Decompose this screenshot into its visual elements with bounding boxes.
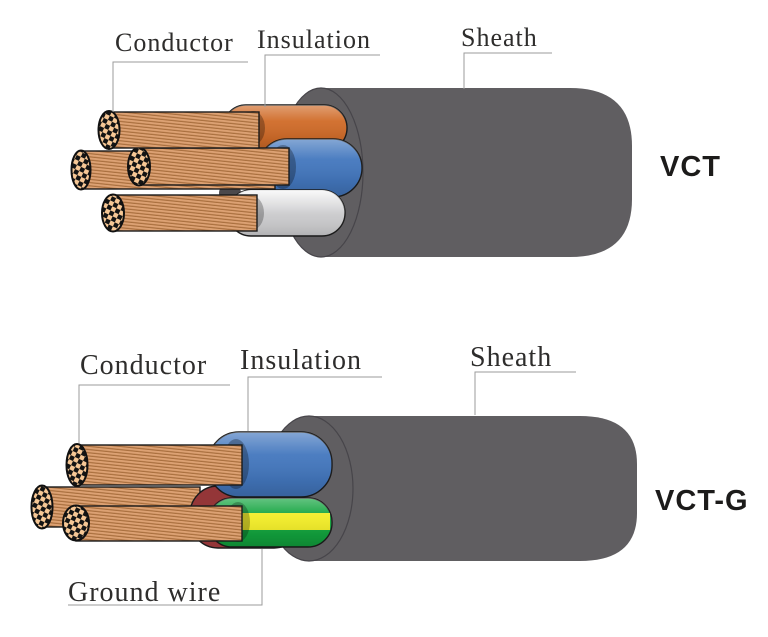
conductor-strands: [75, 505, 243, 542]
vct-conductor-bottom: [101, 193, 258, 233]
conductor-end-face: [62, 504, 90, 542]
vct-conductor-middle-center: [127, 146, 290, 187]
vctg-conductor-bottom: [62, 504, 243, 542]
vctg-insulation-leader-line: [247, 376, 382, 431]
vctg-conductor-top: [65, 443, 243, 487]
cable-vct-g: Conductor Insulation Sheath Ground wire …: [30, 342, 749, 608]
vct-cable-name: VCT: [660, 151, 721, 183]
conductor-strands: [108, 111, 260, 149]
conductor-strands: [138, 147, 290, 186]
vct-insulation-leader-line: [264, 54, 380, 107]
conductor-end-face: [30, 484, 54, 530]
vctg-sheath-leader-line: [474, 371, 576, 415]
vctg-ground-wire-leader-line: [68, 549, 263, 606]
cable-vct: Conductor Insulation Sheath VCT: [70, 23, 721, 258]
vct-sheath-body: [321, 88, 632, 257]
conductor-end-face: [70, 149, 92, 191]
vctg-sheath-label: Sheath: [470, 342, 552, 373]
conductor-strands: [76, 444, 243, 486]
conductor-end-face: [97, 110, 121, 150]
conductor-end-face: [127, 146, 151, 187]
conductor-end-face: [65, 443, 89, 487]
vct-sheath-label: Sheath: [461, 23, 538, 52]
vctg-insulation-label: Insulation: [240, 345, 362, 376]
vct-insulation-label: Insulation: [257, 25, 371, 54]
vctg-sheath-body: [309, 416, 637, 561]
vct-conductor-label: Conductor: [115, 28, 234, 57]
conductor-end-face: [101, 193, 125, 233]
conductor-strands: [112, 194, 258, 232]
vctg-cable-name: VCT-G: [655, 485, 749, 517]
vct-conductor-top: [97, 110, 260, 150]
vct-sheath-leader-line: [463, 52, 552, 89]
vctg-conductor-label: Conductor: [80, 350, 207, 381]
vctg-conductor-leader-line: [78, 384, 230, 443]
vct-conductor-leader-line: [112, 61, 248, 112]
vctg-ground-wire-label: Ground wire: [68, 577, 221, 608]
